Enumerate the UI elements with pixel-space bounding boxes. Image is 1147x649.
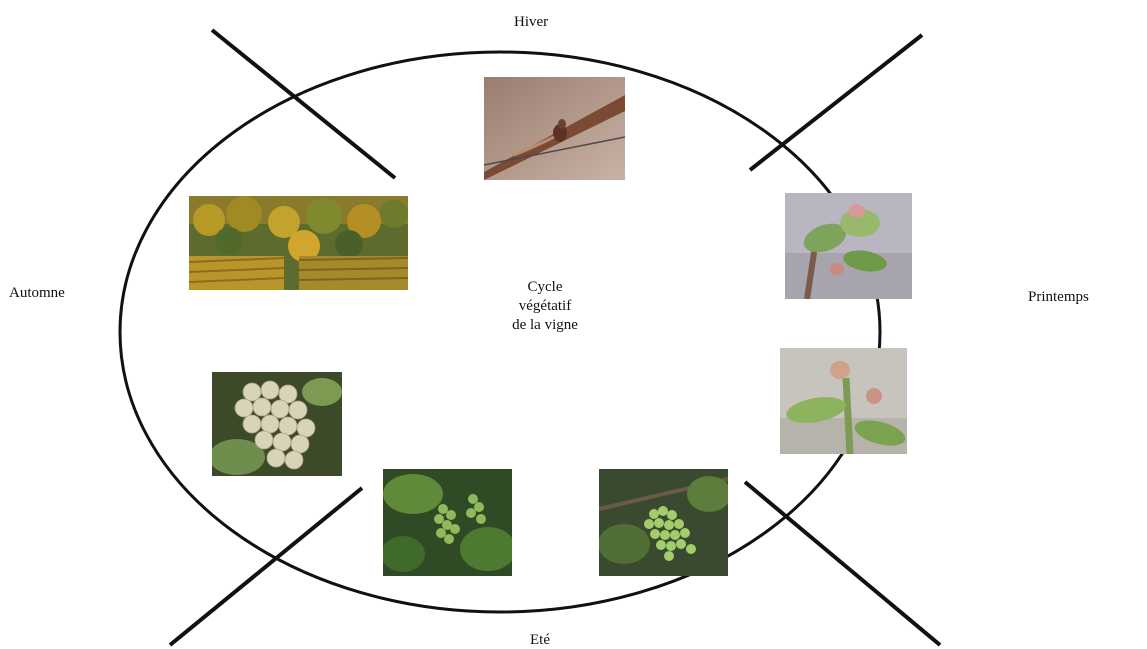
- photo-winter-vine-bud: [484, 77, 625, 180]
- center-title-line-2: végétatif: [518, 298, 572, 314]
- photo-spring-budburst-2: [780, 348, 907, 454]
- photo-autumn-vineyard: [189, 196, 408, 290]
- photo-summer-grape-cluster-1: [383, 469, 512, 576]
- center-title-line-3: de la vigne: [512, 317, 578, 333]
- season-label-winter: Hiver: [514, 14, 549, 30]
- season-label-spring: Printemps: [1028, 289, 1089, 305]
- center-title: Cycle végétatif de la vigne: [470, 278, 620, 335]
- photo-autumn-ripe-grapes: [212, 372, 342, 476]
- divider-line-top-left: [210, 28, 397, 180]
- divider-line-bottom-right: [743, 480, 942, 647]
- season-label-autumn: Automne: [9, 285, 65, 301]
- divider-line-top-right: [748, 33, 924, 172]
- photo-spring-budburst-1: [785, 193, 912, 299]
- photo-summer-grape-cluster-2: [599, 469, 728, 576]
- season-label-summer: Eté: [530, 632, 550, 648]
- center-title-line-1: Cycle: [527, 279, 563, 295]
- divider-line-bottom-left: [168, 486, 364, 647]
- cycle-ellipse: [118, 50, 882, 614]
